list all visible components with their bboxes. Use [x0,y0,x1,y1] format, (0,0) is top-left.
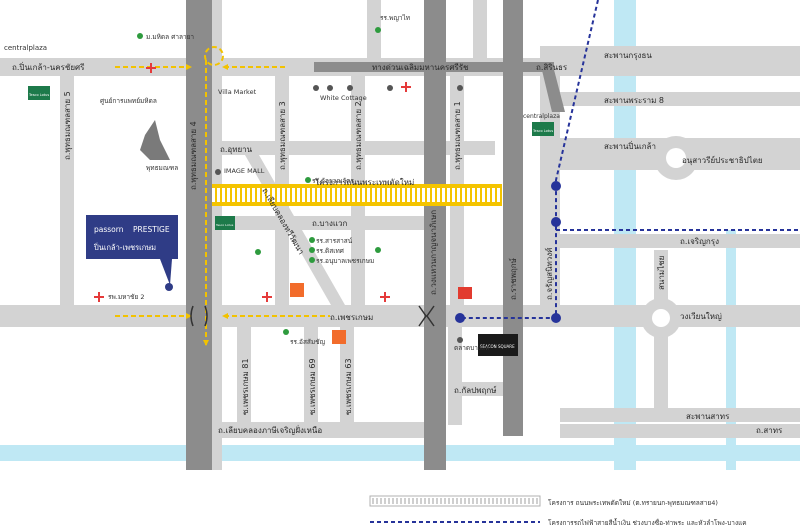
place-labels: ม.มหิดล ศาลายา รร.พญาไท ศูนย์การแพทย์มหิ… [100,14,490,352]
super-cheap-logo [332,330,346,344]
phutthamonthon-label: พุทธมณฑล [146,164,178,172]
svg-text:รพ.มหาชัย 2: รพ.มหาชัย 2 [108,293,144,301]
buddha-statue-icon [140,120,170,160]
svg-text:ถ.วงแหวนกาญจนาภิเษก: ถ.วงแหวนกาญจนาภิเษก [429,210,438,295]
svg-text:ถ.อุทยาน: ถ.อุทยาน [220,145,253,154]
svg-text:centralplaza: centralplaza [523,113,560,120]
svg-text:รร.พญาไท: รร.พญาไท [380,14,410,22]
project-brand-right: PRESTIGE [133,225,170,234]
svg-text:ถ.พุทธมณฑลสาย 1: ถ.พุทธมณฑลสาย 1 [453,101,462,170]
svg-text:วงเวียนใหญ่: วงเวียนใหญ่ [680,312,722,321]
svg-text:ถ.กัลปพฤกษ์: ถ.กัลปพฤกษ์ [454,385,497,395]
svg-text:Tesco Lotus: Tesco Lotus [532,129,553,133]
svg-text:สะพานปิ่นเกล้า: สะพานปิ่นเกล้า [604,140,656,151]
svg-text:ถ.เจริญกรุง: ถ.เจริญกรุง [680,237,719,246]
svg-text:ตลาดบางแค: ตลาดบางแค [454,344,490,352]
svg-text:ถ.พุทธมณฑลสาย 4: ถ.พุทธมณฑลสาย 4 [189,121,198,190]
major-roads [186,0,565,470]
bts-stations [455,181,561,323]
svg-text:Tesco Lotus: Tesco Lotus [28,93,49,97]
svg-text:อนุสาวรีย์ประชาธิปไตย: อนุสาวรีย์ประชาธิปไตย [682,155,763,165]
svg-text:ทางด่วนเฉลิมมหานครศรีรัช: ทางด่วนเฉลิมมหานครศรีรัช [372,63,469,72]
svg-text:ถ.สาทร: ถ.สาทร [756,426,783,435]
svg-text:ถ.ปิ่นเกล้า-นครชัยศรี: ถ.ปิ่นเกล้า-นครชัยศรี [12,61,85,72]
svg-text:Tesco Lotus: Tesco Lotus [215,223,234,227]
svg-text:ถ.พุทธมณฑลสาย 5: ถ.พุทธมณฑลสาย 5 [63,91,72,160]
svg-text:Villa Market: Villa Market [218,88,257,96]
svg-text:สะพานกรุงธน: สะพานกรุงธน [604,51,652,60]
svg-text:รร.อัสสัมชัญ: รร.อัสสัมชัญ [290,338,326,346]
central-plaza-right-logo: centralplaza [523,113,560,120]
seacon-square-logo: SEACON SQUARE [478,334,518,356]
mall-markers [215,85,463,343]
bts-blue-line [460,0,800,319]
svg-text:SEACON SQUARE: SEACON SQUARE [480,344,515,349]
svg-text:ซ.เพชรเกษม 69: ซ.เพชรเกษม 69 [308,358,317,415]
project-brand-left: passorn [94,225,124,234]
tesco-lotus-right-logo: Tesco Lotus [532,122,554,136]
underpass-marks [190,305,435,327]
project-marker: passorn PRESTIGE ปิ่นเกล้า-เพชรเกษม [86,215,178,291]
svg-text:ถ.บางแวก: ถ.บางแวก [312,219,348,228]
svg-text:รร.อนุบาลเพชรเกษม: รร.อนุบาลเพชรเกษม [316,257,374,265]
svg-text:สะพานสาทร: สะพานสาทร [686,412,730,421]
svg-text:IMAGE MALL: IMAGE MALL [224,167,265,175]
homepro-logo [458,287,472,299]
svg-text:สนามไชย: สนามไชย [657,256,666,290]
svg-text:ถ.เลียบคลองภาษีเจริญฝั่งเหนือ: ถ.เลียบคลองภาษีเจริญฝั่งเหนือ [218,424,322,435]
svg-text:รร.กัลยาณวัตร: รร.กัลยาณวัตร [312,177,354,185]
svg-text:ถ.จรัญสนิทวงศ์: ถ.จรัญสนิทวงศ์ [544,248,554,300]
rail-project-band: โครงการถนนพระเทพตัดใหม่ [212,177,502,206]
big-c-logo [290,283,304,297]
central-plaza-left-logo: centralplaza [4,44,47,52]
tesco-lotus-left-logo: Tesco Lotus [28,86,50,100]
svg-text:centralplaza: centralplaza [4,44,47,52]
svg-text:ถ.พุทธมณฑลสาย 2: ถ.พุทธมณฑลสาย 2 [354,101,363,170]
svg-text:รร.สารสาสน์: รร.สารสาสน์ [316,237,353,245]
map-legend: โครงการ ถนนพระเทพตัดใหม่ (ต.ทรายนก-พุทธม… [369,495,747,527]
svg-text:ซ.เพชรเกษม 81: ซ.เพชรเกษม 81 [241,358,250,415]
svg-text:ถ.พุทธมณฑลสาย 3: ถ.พุทธมณฑลสาย 3 [278,101,287,170]
hospital-icons [94,63,411,302]
route-arrows [115,46,330,348]
svg-text:White Cottage: White Cottage [320,94,367,102]
tesco-lotus-mini-logo: Tesco Lotus [215,216,235,230]
svg-text:ถ.สิรินธร: ถ.สิรินธร [536,63,568,72]
route-arrow-heads [186,64,228,346]
school-markers [137,27,381,335]
svg-text:ถ.เพชรเกษม: ถ.เพชรเกษม [330,313,373,322]
project-name: ปิ่นเกล้า-เพชรเกษม [93,242,156,252]
svg-text:สะพานพระราม 8: สะพานพระราม 8 [604,96,664,105]
road-labels-horizontal: ถ.ปิ่นเกล้า-นครชัยศรี ทางด่วนเฉลิมมหานคร… [12,51,783,435]
legend-rail-label: โครงการ ถนนพระเทพตัดใหม่ (ต.ทรายนก-พุทธม… [548,499,718,507]
svg-text:ศูนย์การแพทย์มหิดล: ศูนย์การแพทย์มหิดล [100,97,157,105]
svg-text:รร.ดิสเทศ: รร.ดิสเทศ [316,247,345,255]
svg-text:ซ.เพชรเกษม 63: ซ.เพชรเกษม 63 [344,358,353,415]
svg-text:ม.มหิดล ศาลายา: ม.มหิดล ศาลายา [146,33,194,41]
rail-project-label: โครงการถนนพระเทพตัดใหม่ [315,177,414,187]
svg-text:ถ.ราชพฤกษ์: ถ.ราชพฤกษ์ [508,258,518,300]
legend-bts-label: โครงการรถไฟฟ้าสายสีน้ำเงิน ช่วงบางซื่อ-ท… [548,518,747,527]
